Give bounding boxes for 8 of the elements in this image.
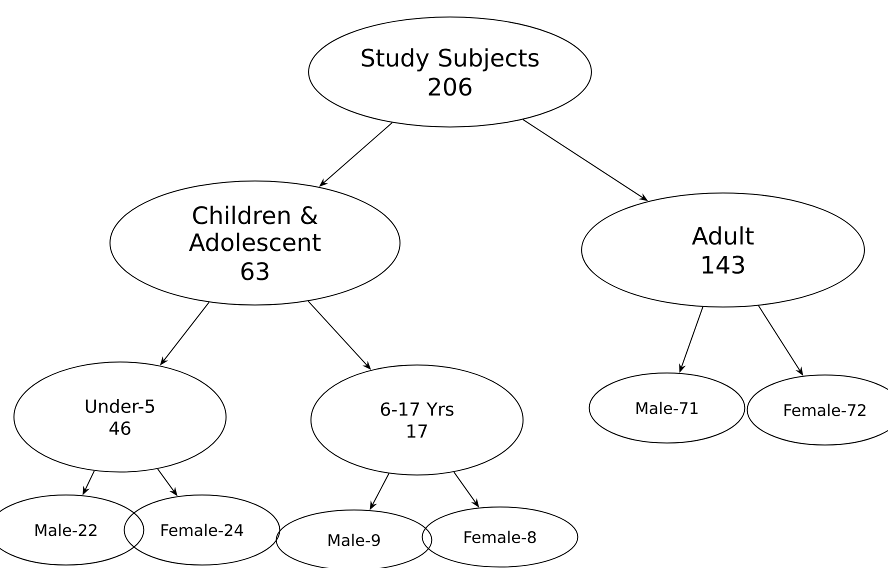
ellipse-node: Female-24	[124, 494, 280, 566]
ellipse-node: Study Subjects 206	[308, 16, 592, 128]
ellipse-node: Under-5 46	[13, 362, 227, 472]
ellipse-node: 6-17 Yrs 17	[310, 364, 524, 476]
ellipse-node: Children & Adolescent 63	[110, 180, 400, 306]
ellipse-node: Male-71	[588, 372, 746, 444]
ellipse-node: Adult 143	[581, 192, 865, 308]
ellipse-node: Female-8	[422, 506, 578, 568]
